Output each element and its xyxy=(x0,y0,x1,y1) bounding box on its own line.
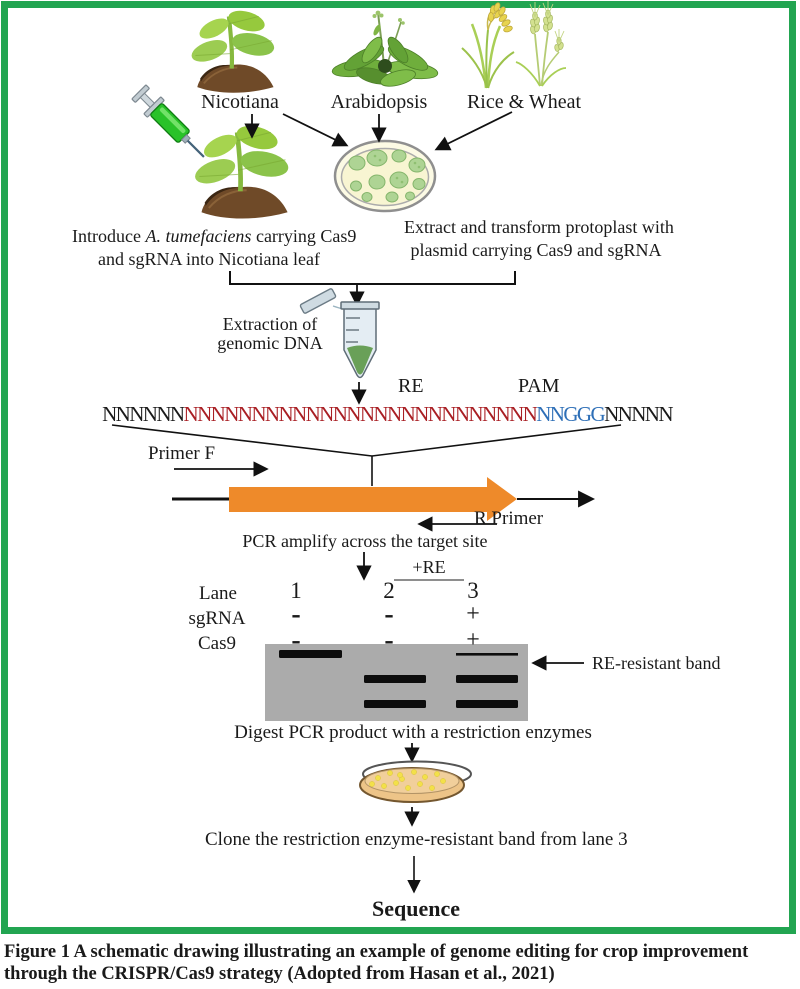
gel-lane-2: 2 xyxy=(383,578,395,603)
r-primer-label: R Primer xyxy=(474,508,544,529)
gel-lane-1: 1 xyxy=(290,578,302,603)
gel-row-cas9-label: Cas9 xyxy=(198,633,236,654)
gel-cell-sgrna-2: - xyxy=(384,599,394,630)
gel-cell-sgrna-3: + xyxy=(466,601,480,627)
plus-re-label: +RE xyxy=(394,557,464,581)
primer-f-label: Primer F xyxy=(148,443,216,464)
sequence-title: Sequence xyxy=(372,896,460,921)
arabidopsis-label: Arabidopsis xyxy=(330,91,428,113)
pam-label: PAM xyxy=(518,375,560,397)
gel-lane-3: 3 xyxy=(467,578,479,603)
gel-lane-header: Lane xyxy=(199,583,237,604)
dna-sequence: NNNNNNNNNNNNNNNNNNNNNNNNNNNNNNNNNNGGGNNN… xyxy=(102,402,673,426)
nicotiana-label: Nicotiana xyxy=(201,91,279,113)
gel-cell-cas9-2: - xyxy=(384,625,394,656)
rice-wheat-label: Rice & Wheat xyxy=(466,91,582,113)
gel-cell-cas9-3: + xyxy=(466,627,480,653)
gel-cell-sgrna-1: - xyxy=(291,599,301,630)
re-resistant-band-label: RE-resistant band xyxy=(592,653,721,673)
extract-text: Extract and transform protoplast with pl… xyxy=(404,217,674,260)
pcr-amplify-text: PCR amplify across the target site xyxy=(242,531,488,551)
figure-caption-line2: through the CRISPR/Cas9 strategy (Adopte… xyxy=(4,964,555,984)
gel-cell-cas9-1: - xyxy=(291,625,301,656)
gel-row-sgrna-label: sgRNA xyxy=(188,608,246,629)
extraction-text: Extraction of genomic DNA xyxy=(217,314,323,353)
figure-caption-line1: Figure 1 A schematic drawing illustratin… xyxy=(4,942,749,962)
clone-text: Clone the restriction enzyme-resistant b… xyxy=(205,829,628,850)
figure-border-frame xyxy=(1,1,796,934)
re-label: RE xyxy=(398,375,424,397)
introduce-text: Introduce A. tumefaciens carrying Cas9 a… xyxy=(72,226,357,269)
digest-text: Digest PCR product with a restriction en… xyxy=(234,722,592,743)
